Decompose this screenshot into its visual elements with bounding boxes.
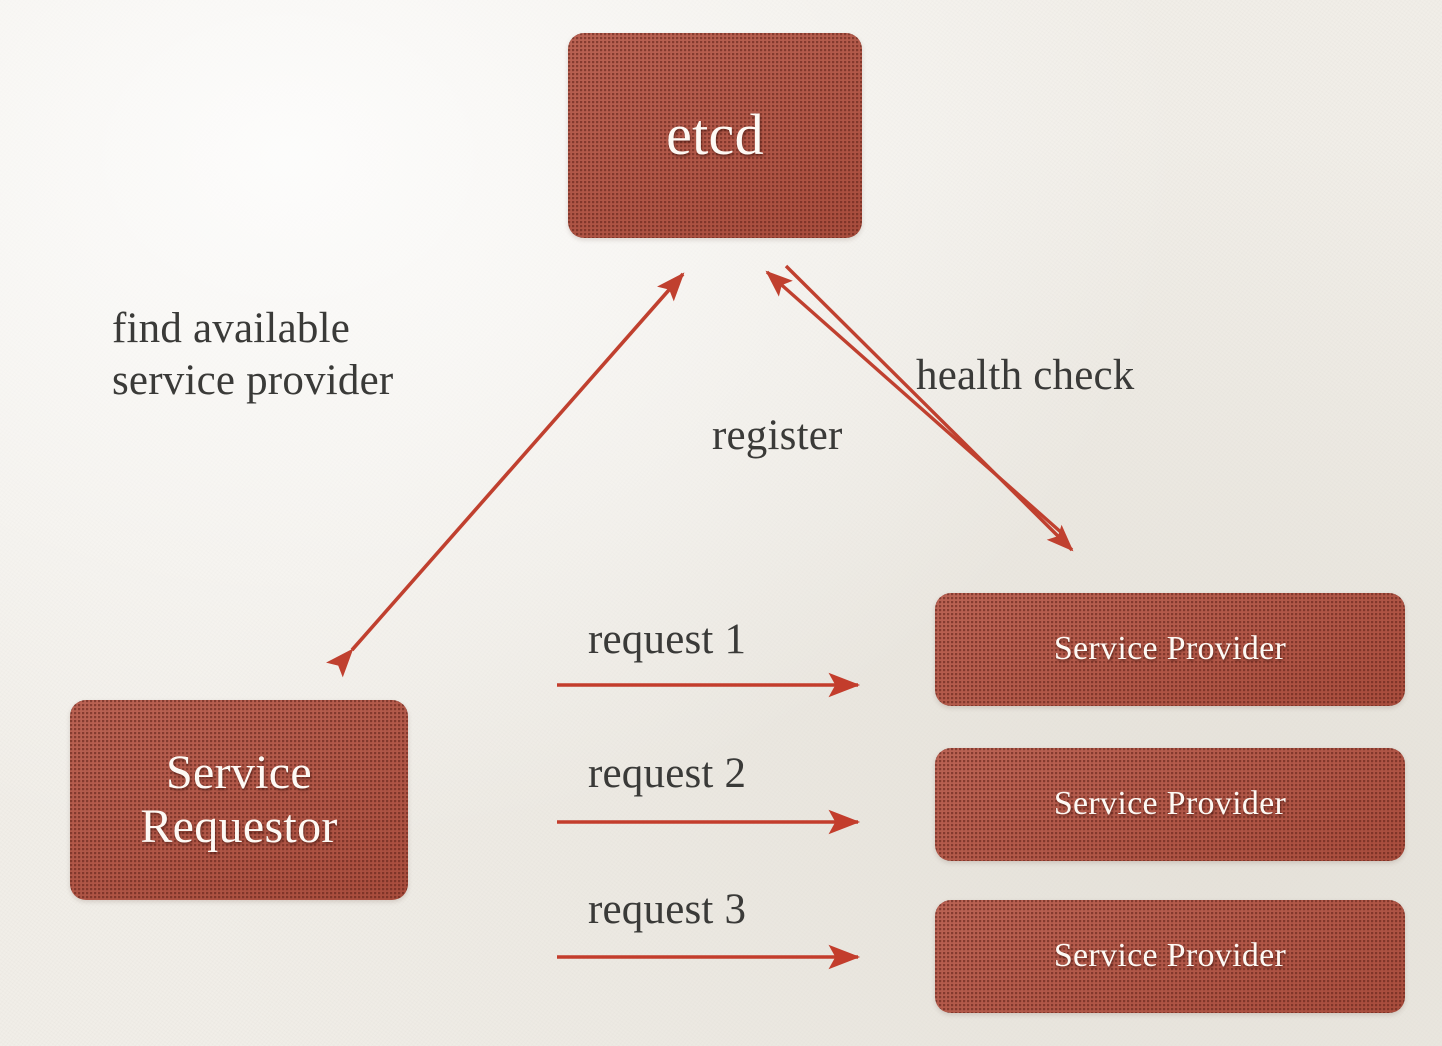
arrow-register [765, 270, 1065, 536]
node-service-requestor[interactable]: Service Requestor [70, 700, 408, 900]
node-service-provider-2-label: Service Provider [1053, 785, 1287, 823]
node-service-provider-2[interactable]: Service Provider [935, 748, 1405, 861]
node-service-provider-3[interactable]: Service Provider [935, 900, 1405, 1013]
edge-label-request-3: request 3 [588, 886, 747, 933]
node-service-provider-1[interactable]: Service Provider [935, 593, 1405, 706]
node-etcd[interactable]: etcd [568, 33, 862, 238]
edge-label-health-check: health check [916, 352, 1135, 399]
node-service-requestor-label: Service Requestor [140, 746, 338, 853]
edge-label-register: register [712, 412, 843, 459]
edge-label-request-2: request 2 [588, 750, 747, 797]
edge-label-request-1: request 1 [588, 616, 747, 663]
node-service-provider-1-label: Service Provider [1053, 630, 1287, 668]
edge-label-find-available-service-provider: find available service provider [112, 305, 394, 405]
node-service-provider-3-label: Service Provider [1053, 937, 1287, 975]
arrow-find-available-service-provider [326, 272, 685, 678]
node-etcd-label: etcd [666, 102, 764, 168]
arrow-health-check [784, 264, 1074, 552]
